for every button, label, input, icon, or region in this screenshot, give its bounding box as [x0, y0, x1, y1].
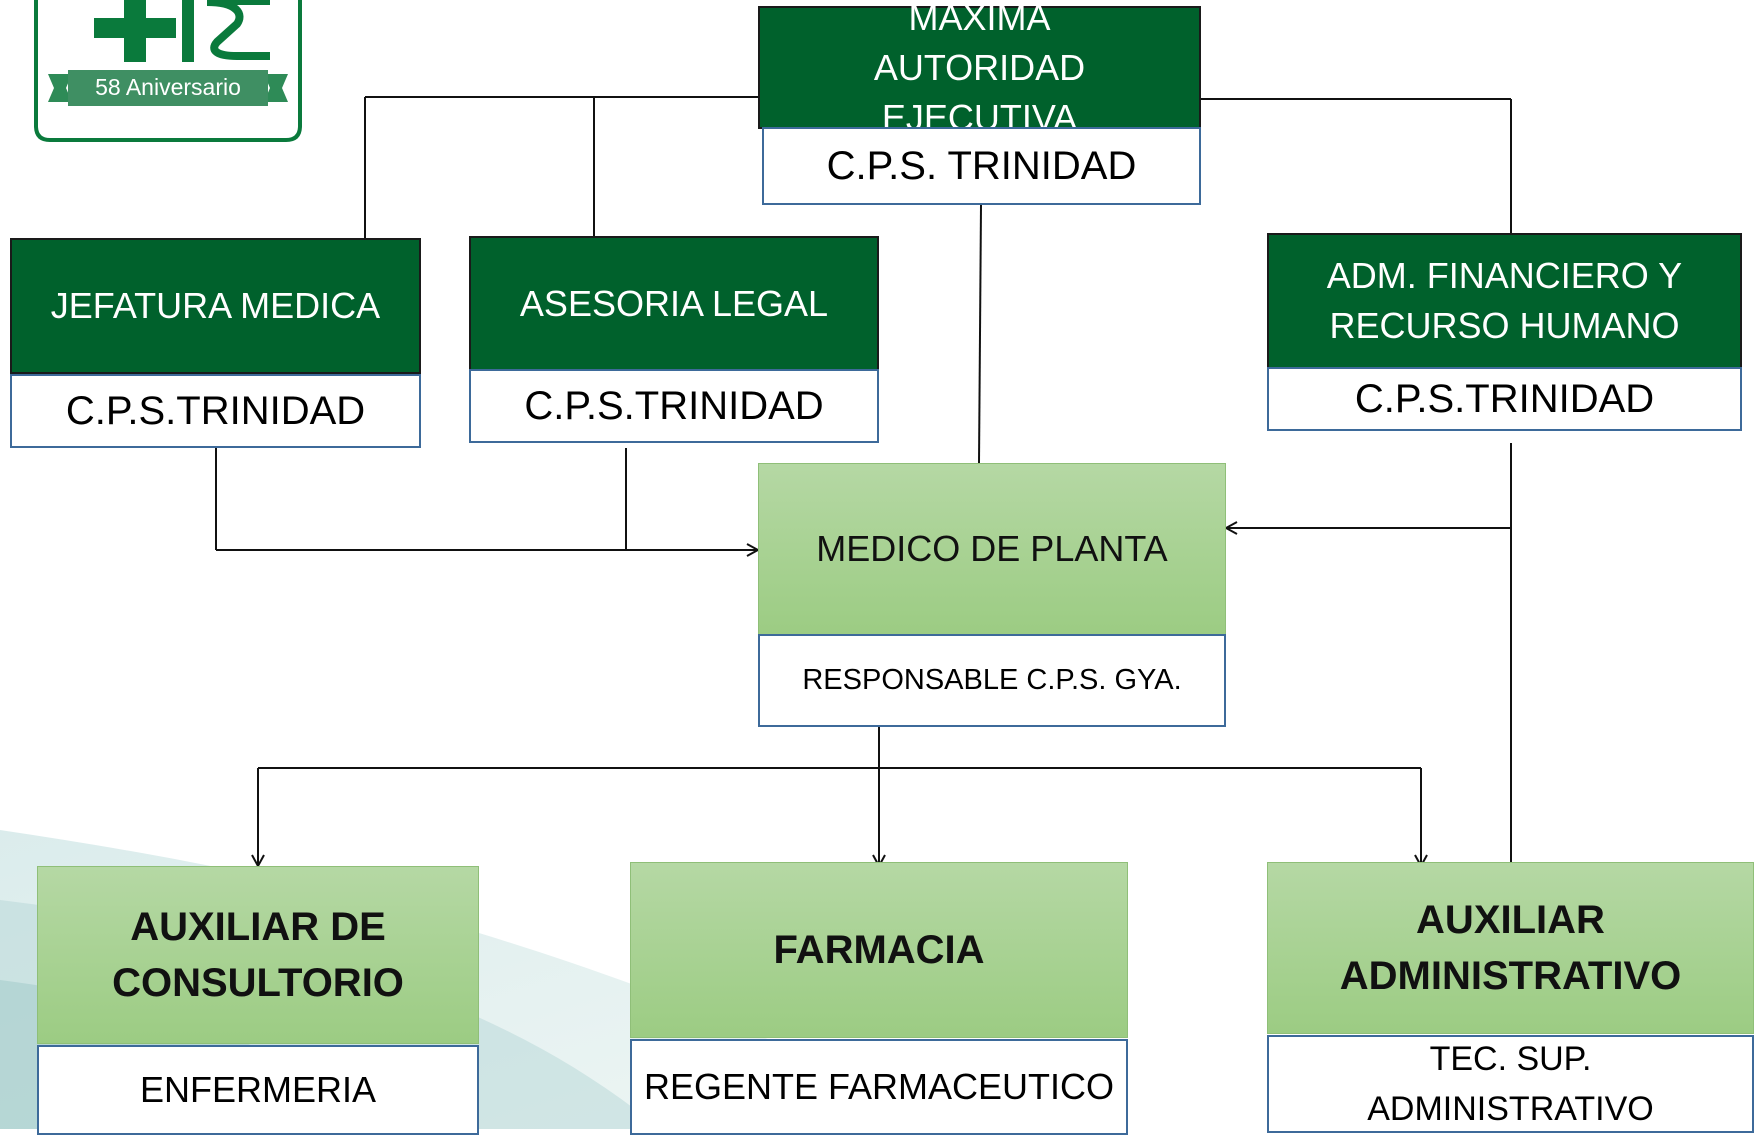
pharmacy-subtitle: REGENTE FARMACEUTICO: [630, 1039, 1128, 1135]
admin-aux-title: AUXILIAR ADMINISTRATIVO: [1267, 862, 1754, 1034]
medical-head-subtitle: C.P.S.TRINIDAD: [10, 374, 421, 448]
node-plant-doctor: MEDICO DE PLANTA RESPONSABLE C.P.S. GYA.: [758, 463, 1226, 727]
cps-logo-icon: 58 Aniversario: [34, 0, 302, 142]
plant-doctor-subtitle: RESPONSABLE C.P.S. GYA.: [758, 634, 1226, 727]
admin-aux-subtitle: TEC. SUP. ADMINISTRATIVO: [1267, 1035, 1754, 1133]
plant-doctor-title: MEDICO DE PLANTA: [758, 463, 1226, 635]
node-pharmacy: FARMACIA REGENTE FARMACEUTICO: [630, 862, 1128, 1135]
node-executive: MAXIMA AUTORIDAD EJECUTIVA C.P.S. TRINID…: [758, 0, 1201, 205]
executive-title: MAXIMA AUTORIDAD EJECUTIVA: [758, 0, 1201, 138]
legal-subtitle: C.P.S.TRINIDAD: [469, 369, 879, 443]
pharmacy-title: FARMACIA: [630, 862, 1128, 1038]
node-legal: ASESORIA LEGAL C.P.S.TRINIDAD: [469, 236, 879, 443]
finance-title: ADM. FINANCIERO Y RECURSO HUMANO: [1267, 233, 1742, 369]
node-medical-head: JEFATURA MEDICA C.P.S.TRINIDAD: [10, 238, 421, 448]
consult-aux-title: AUXILIAR DE CONSULTORIO: [37, 866, 479, 1044]
executive-subtitle: C.P.S. TRINIDAD: [762, 127, 1201, 205]
consult-aux-subtitle: ENFERMERIA: [37, 1045, 479, 1135]
finance-subtitle: C.P.S.TRINIDAD: [1267, 367, 1742, 431]
node-consult-aux: AUXILIAR DE CONSULTORIO ENFERMERIA: [37, 866, 479, 1135]
node-admin-aux: AUXILIAR ADMINISTRATIVO TEC. SUP. ADMINI…: [1267, 862, 1754, 1133]
node-finance: ADM. FINANCIERO Y RECURSO HUMANO C.P.S.T…: [1267, 233, 1742, 431]
medical-head-title: JEFATURA MEDICA: [10, 238, 421, 374]
legal-title: ASESORIA LEGAL: [469, 236, 879, 371]
logo-caption: 58 Aniversario: [95, 74, 241, 100]
